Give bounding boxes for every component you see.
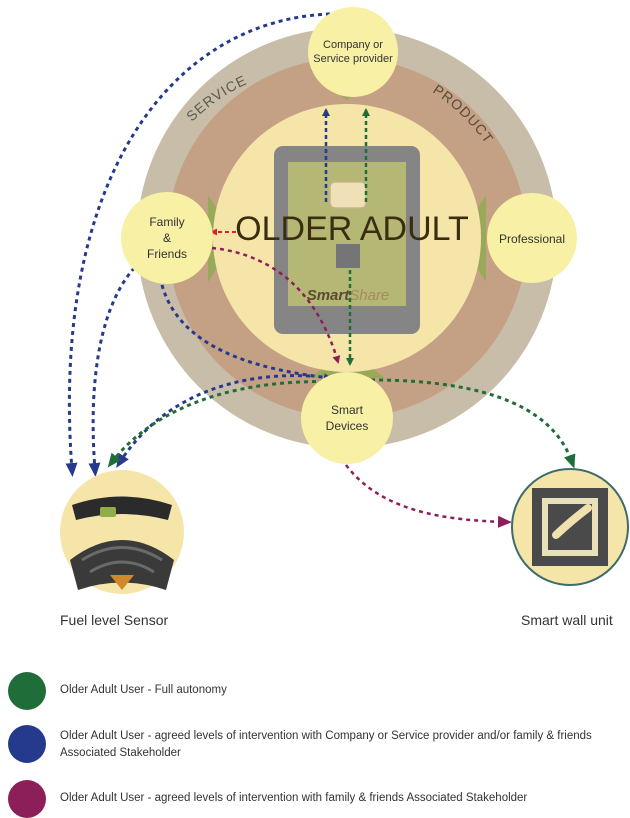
legend-item-family-intervention: Older Adult User - agreed levels of inte… (8, 780, 630, 818)
smart-wall-unit-caption: Smart wall unit (521, 612, 613, 628)
node-smart-devices: Smart Devices (301, 372, 393, 464)
legend-label: Older Adult User - agreed levels of inte… (60, 730, 592, 759)
blue-flow-devices-to-sensor (116, 374, 311, 468)
stakeholder-diagram: SERVICE PRODUCT SmartShare OLDER ADULT C… (60, 7, 629, 594)
blue-flow-family-to-sensor-a (88, 260, 142, 477)
svg-text:&: & (163, 231, 171, 245)
svg-text:Company or: Company or (323, 39, 383, 51)
legend-item-company-intervention: Older Adult User - agreed levels of inte… (8, 725, 630, 763)
blue-circle-icon (8, 725, 46, 763)
blue-flow-company-to-sensor (65, 12, 331, 477)
older-adult-label: OLDER ADULT (235, 210, 469, 248)
tablet-brand-logo: SmartShare (307, 287, 390, 304)
node-company-service-provider: Company or Service provider (308, 7, 398, 97)
blue-flow-family-to-smart-devices (160, 284, 332, 382)
node-family-friends: Family & Friends (121, 192, 213, 284)
smart-wall-unit-icon (511, 468, 629, 586)
legend-label: Older Adult User - agreed levels of inte… (60, 792, 528, 804)
tablet-device: SmartShare (274, 146, 420, 334)
svg-text:Friends: Friends (147, 247, 187, 261)
green-circle-icon (8, 672, 46, 710)
fuel-level-sensor-caption: Fuel level Sensor (60, 612, 169, 628)
legend-item-full-autonomy: Older Adult User - Full autonomy (8, 672, 630, 710)
purple-circle-icon (8, 780, 46, 818)
purple-flow-devices-to-wall-unit (345, 464, 512, 528)
green-flow-devices-to-sensor (107, 380, 341, 468)
svg-text:Professional: Professional (499, 232, 565, 246)
svg-text:Devices: Devices (326, 419, 369, 433)
legend-label: Older Adult User - Full autonomy (60, 684, 227, 696)
node-professional: Professional (487, 193, 577, 283)
svg-text:Family: Family (149, 215, 184, 229)
green-flow-devices-to-wall-unit (354, 378, 576, 469)
svg-text:Smart: Smart (331, 403, 364, 417)
fuel-level-sensor-icon (60, 470, 184, 594)
svg-text:Service provider: Service provider (313, 53, 393, 65)
purple-flow-family-to-devices (211, 246, 341, 364)
